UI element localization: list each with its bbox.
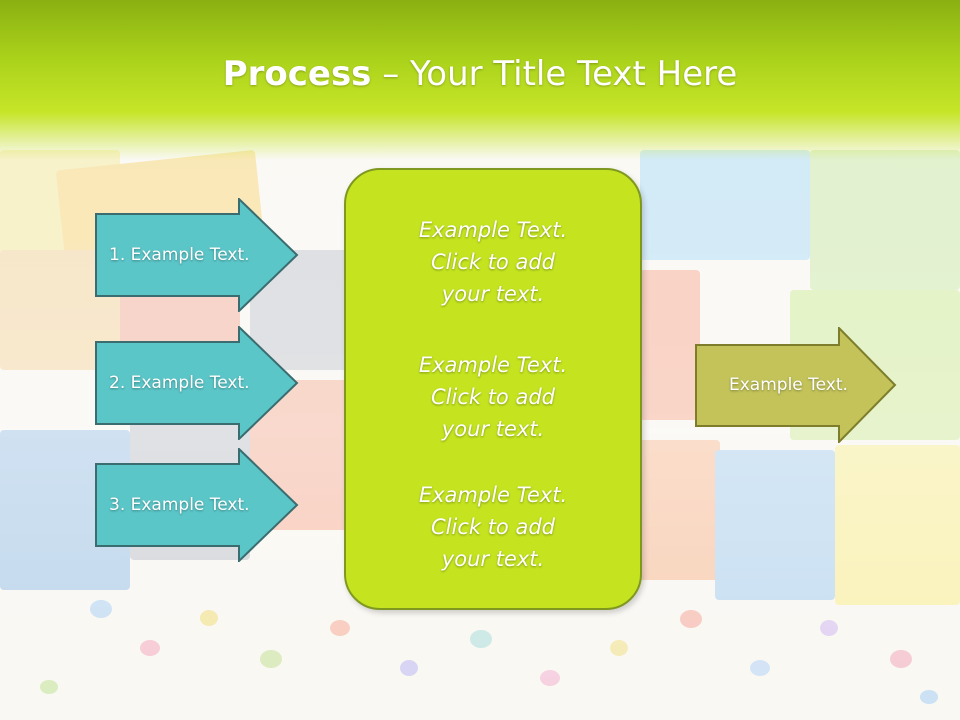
center-paragraph-1: Example Text. Click to add your text. — [346, 214, 640, 310]
arrow-shape — [695, 327, 897, 443]
left-arrow-3[interactable]: 3. Example Text. — [95, 448, 299, 562]
paragraph-line: your text. — [441, 547, 545, 571]
right-arrow-label: Example Text. — [729, 375, 848, 395]
right-arrow[interactable]: Example Text. — [695, 327, 897, 443]
arrow-shape — [95, 448, 299, 562]
center-text-box[interactable]: Example Text. Click to add your text. Ex… — [344, 168, 642, 610]
center-paragraph-2: Example Text. Click to add your text. — [346, 349, 640, 445]
left-arrow-label: 2. Example Text. — [109, 373, 250, 393]
paragraph-line: Example Text. — [418, 218, 568, 242]
title-bold: Process — [222, 54, 372, 94]
paragraph-line: Click to add — [430, 250, 555, 274]
left-arrow-label: 3. Example Text. — [109, 495, 250, 515]
left-arrow-2[interactable]: 2. Example Text. — [95, 326, 299, 440]
slide-title[interactable]: Process – Your Title Text Here — [0, 52, 960, 96]
paragraph-line: Click to add — [430, 385, 555, 409]
header-band — [0, 0, 960, 160]
arrow-shape — [95, 198, 299, 312]
arrow-shape — [95, 326, 299, 440]
paragraph-line: Example Text. — [418, 353, 568, 377]
left-arrow-label: 1. Example Text. — [109, 245, 250, 265]
paragraph-line: Example Text. — [418, 483, 568, 507]
center-paragraph-3: Example Text. Click to add your text. — [346, 479, 640, 575]
paragraph-line: your text. — [441, 417, 545, 441]
title-rest: – Your Title Text Here — [371, 54, 738, 94]
paragraph-line: your text. — [441, 282, 545, 306]
paragraph-line: Click to add — [430, 515, 555, 539]
left-arrow-1[interactable]: 1. Example Text. — [95, 198, 299, 312]
